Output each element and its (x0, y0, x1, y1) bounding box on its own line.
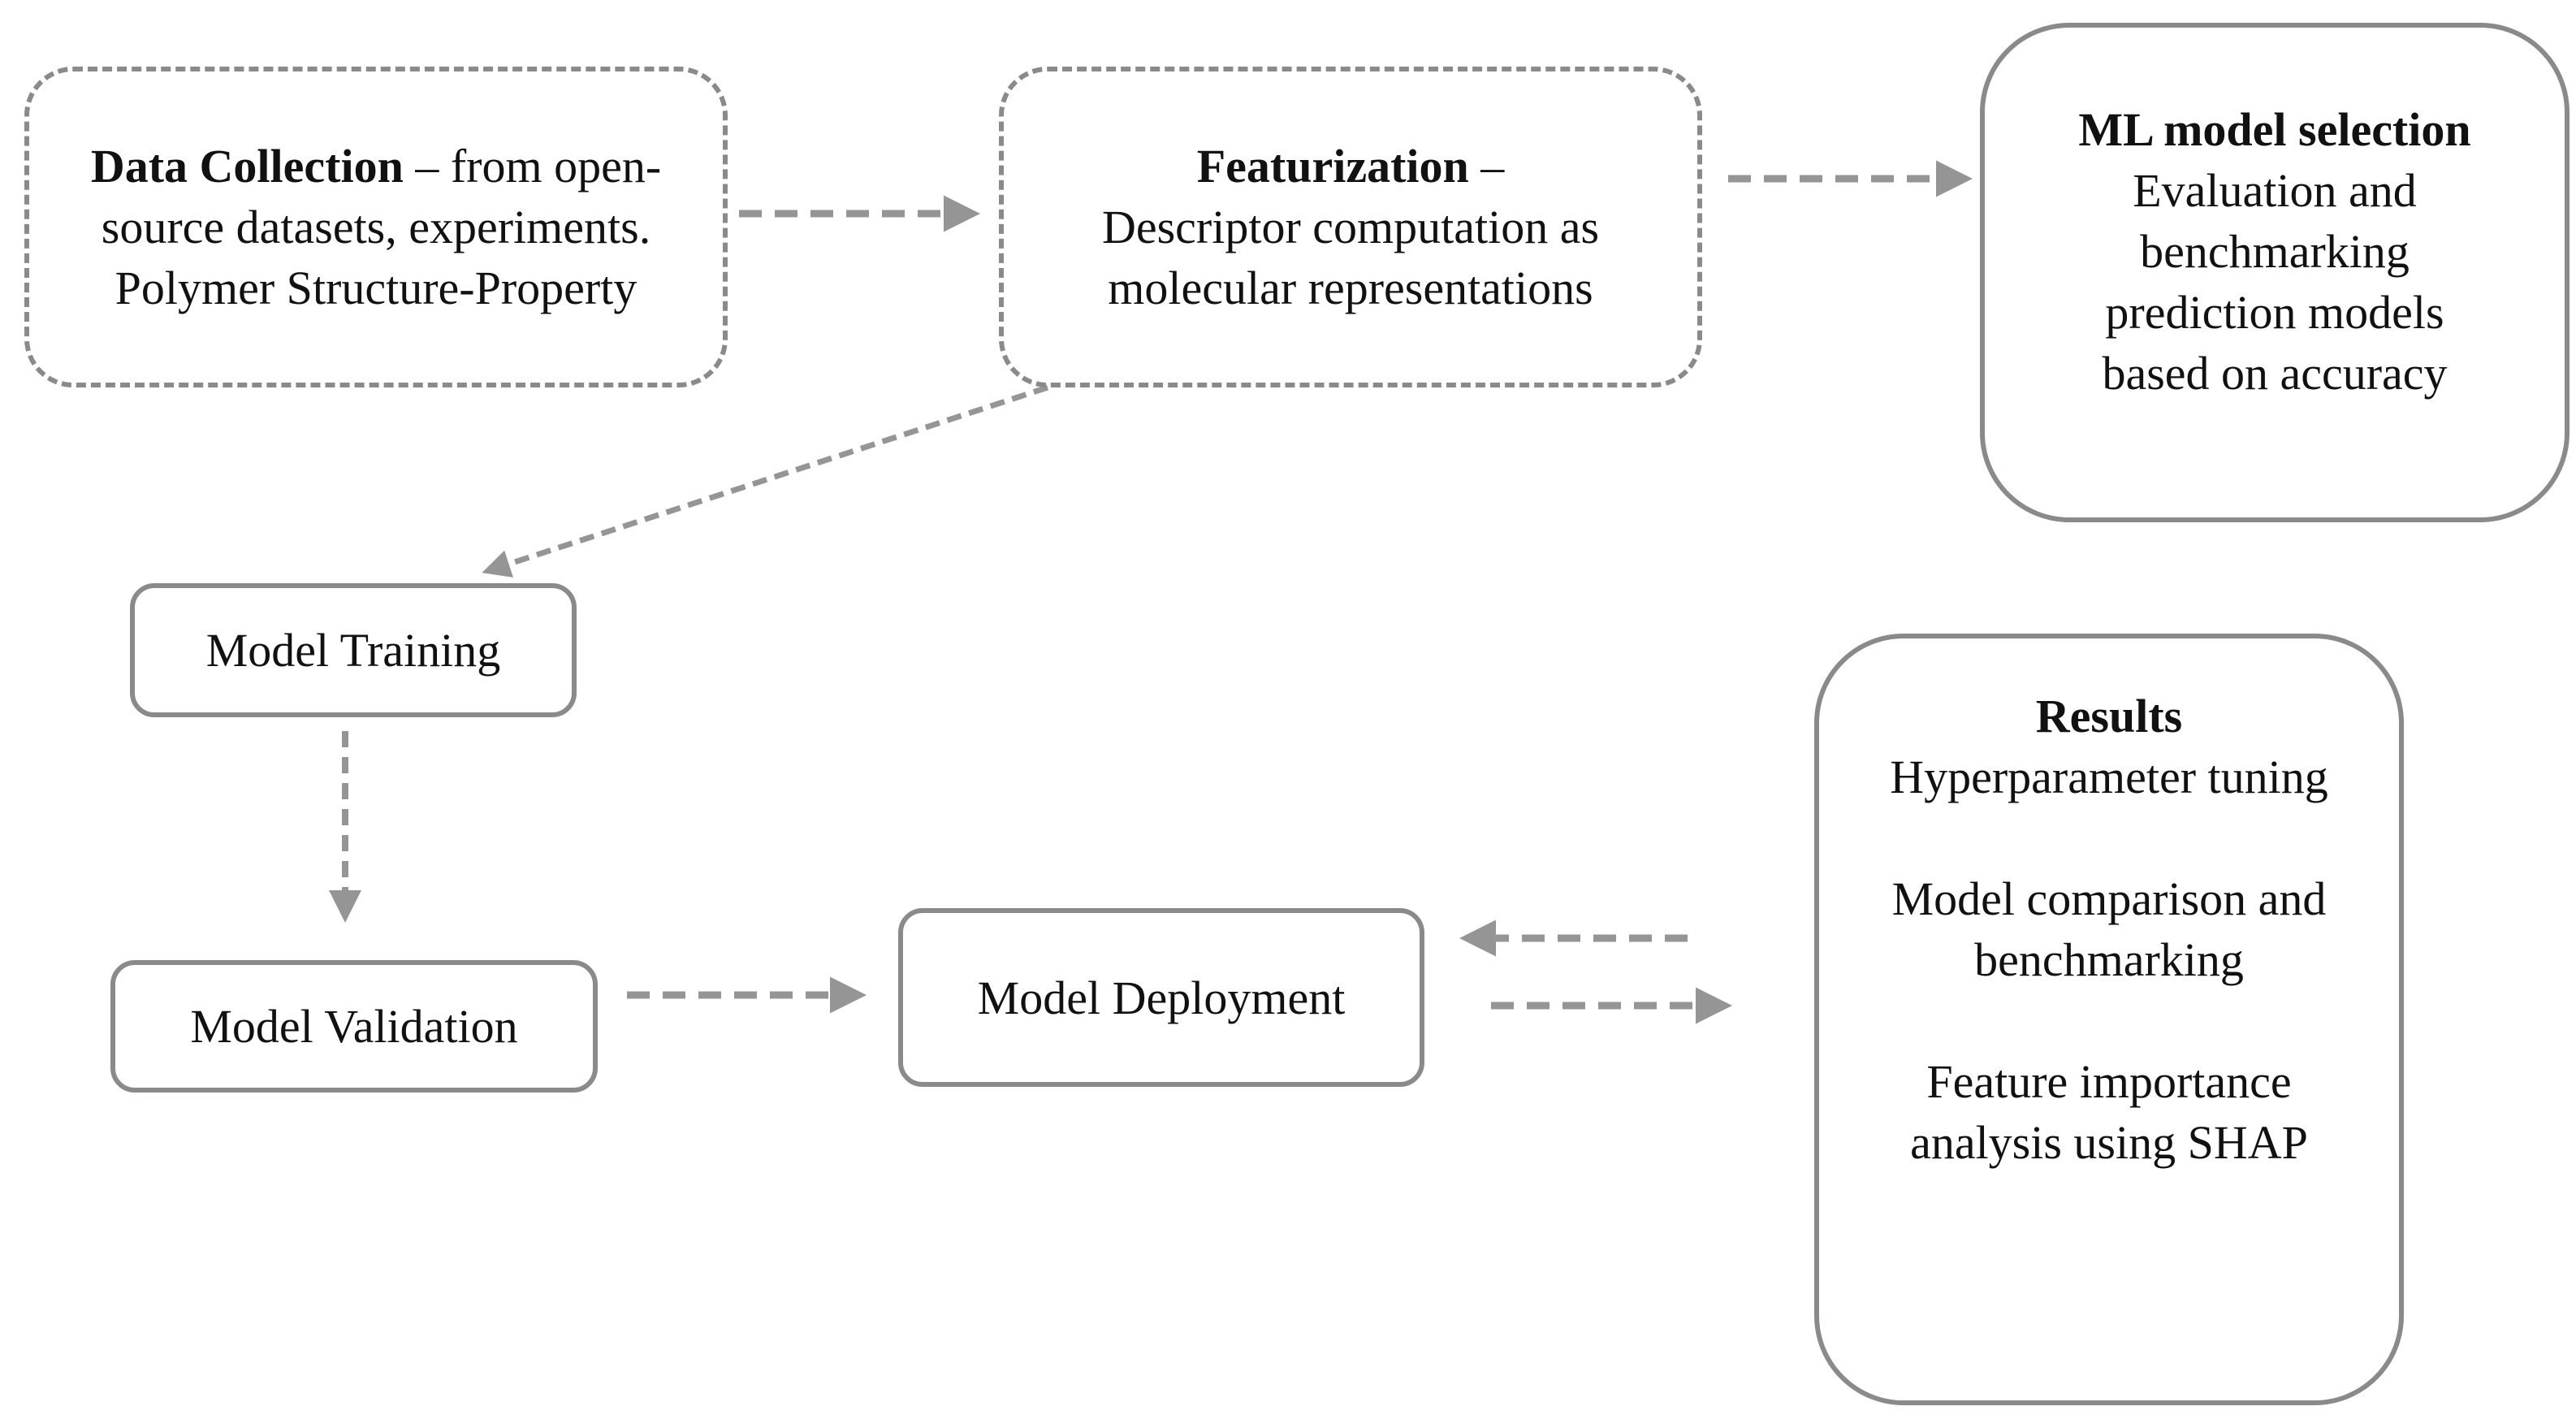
model-training-label: Model Training (205, 624, 501, 677)
results-text: Results Hyperparameter tuning Model comp… (1882, 686, 2336, 1173)
results-item-feature-importance: Feature importance analysis using SHAP (1910, 1055, 2308, 1169)
featurization-title: Featurization (1196, 140, 1469, 193)
model-validation-box: Model Validation (110, 960, 598, 1093)
data-collection-description: – from open-source datasets, experiments… (101, 140, 662, 314)
arrow-featurization-to-training (482, 384, 1049, 578)
model-deployment-label: Model Deployment (977, 971, 1346, 1024)
data-collection-title: Data Collection (90, 140, 404, 193)
ml-model-selection-box: ML model selection Evaluation and benchm… (1980, 23, 2570, 522)
results-title: Results (2035, 690, 2183, 742)
data-collection-box: Data Collection – from open-source datas… (24, 67, 728, 387)
ml-model-selection-description: Evaluation and benchmarking prediction m… (2102, 164, 2448, 400)
ml-model-selection-title: ML model selection (2078, 103, 2471, 156)
featurization-dash: – (1468, 140, 1505, 193)
model-training-box: Model Training (130, 583, 577, 717)
model-validation-label: Model Validation (190, 1000, 518, 1053)
results-box: Results Hyperparameter tuning Model comp… (1814, 634, 2404, 1405)
results-item-hyperparameter: Hyperparameter tuning (1890, 751, 2328, 803)
featurization-description: Descriptor computation as molecular repr… (1101, 201, 1600, 314)
ml-model-selection-text: ML model selection Evaluation and benchm… (2064, 99, 2486, 404)
model-deployment-box: Model Deployment (898, 908, 1424, 1087)
featurization-text: Featurization – Descriptor computation a… (1036, 136, 1665, 318)
data-collection-text: Data Collection – from open-source datas… (62, 136, 690, 318)
results-item-comparison: Model comparison and benchmarking (1891, 872, 2327, 986)
featurization-box: Featurization – Descriptor computation a… (999, 67, 1702, 387)
